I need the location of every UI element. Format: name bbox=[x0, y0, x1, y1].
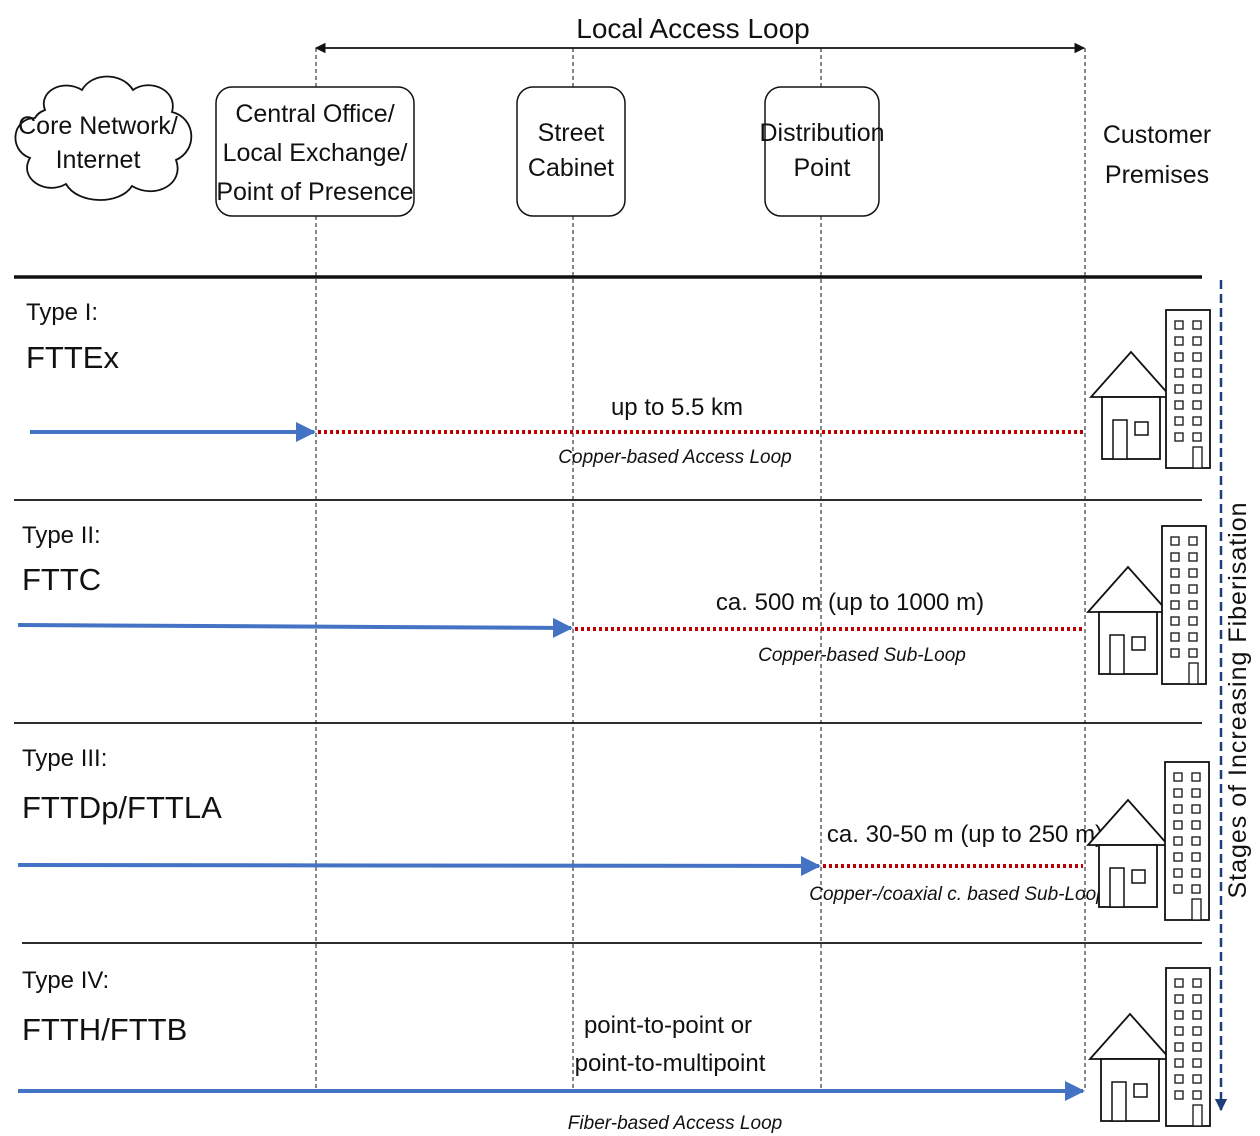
fiberisation-stage-label: Stages of Increasing Fiberisation bbox=[1224, 501, 1252, 898]
house-icon bbox=[1089, 1013, 1171, 1122]
house-icon bbox=[1087, 566, 1169, 675]
core-network-cloud: Core Network/ Internet bbox=[14, 75, 193, 201]
description-label: Fiber-based Access Loop bbox=[568, 1113, 782, 1134]
central-office-label-line3: Point of Presence bbox=[216, 178, 413, 206]
guide-lines bbox=[315, 48, 1086, 1090]
central-office-label-line2: Local Exchange/ bbox=[223, 139, 408, 167]
building-icon bbox=[1165, 309, 1211, 469]
core-network-label-line1: Core Network/ bbox=[18, 112, 178, 140]
fiber-segment bbox=[17, 855, 821, 876]
fiber-segment bbox=[17, 617, 573, 638]
type-label: Type IV: bbox=[22, 967, 109, 994]
street-cabinet-label-line1: Street bbox=[538, 119, 605, 147]
building-icon bbox=[1165, 967, 1211, 1127]
distribution-point-label-line2: Point bbox=[794, 154, 851, 182]
type-label: Type II: bbox=[22, 522, 101, 549]
type-name: FTTH/FTTB bbox=[22, 1012, 187, 1047]
core-network-label-line2: Internet bbox=[56, 146, 141, 174]
row-type-1: Type I: FTTEx up to 5.5 km Copper-based … bbox=[26, 299, 1211, 469]
row-type-2: Type II: FTTC ca. 500 m (up to 1000 m) C… bbox=[17, 522, 1207, 685]
street-cabinet-node: Street Cabinet bbox=[516, 86, 626, 217]
type-label: Type I: bbox=[26, 299, 98, 326]
customer-premises-label-line1: Customer bbox=[1103, 121, 1211, 149]
house-icon bbox=[1090, 351, 1172, 460]
distribution-point-label-line1: Distribution bbox=[759, 119, 884, 147]
type-name: FTTDp/FTTLA bbox=[22, 790, 222, 825]
row-type-3: Type III: FTTDp/FTTLA ca. 30-50 m (up to… bbox=[17, 745, 1210, 921]
distance-label: ca. 30-50 m (up to 250 m) bbox=[827, 821, 1103, 848]
local-access-loop-label: Local Access Loop bbox=[576, 13, 810, 44]
row-type-4: Type IV: FTTH/FTTB point-to-point or poi… bbox=[18, 967, 1211, 1134]
description-label: Copper-/coaxial c. based Sub-Loop bbox=[809, 884, 1107, 905]
description-label: Copper-based Access Loop bbox=[558, 447, 791, 468]
type-label: Type III: bbox=[22, 745, 107, 772]
building-icon bbox=[1161, 525, 1207, 685]
street-cabinet-label-line2: Cabinet bbox=[528, 154, 614, 182]
type-name: FTTC bbox=[22, 562, 101, 597]
distance-label: up to 5.5 km bbox=[611, 394, 743, 421]
central-office-label-line1: Central Office/ bbox=[235, 100, 394, 128]
building-icon bbox=[1164, 761, 1210, 921]
distance-label: ca. 500 m (up to 1000 m) bbox=[716, 589, 984, 616]
distance-label-line1: point-to-point or bbox=[584, 1012, 752, 1039]
customer-premises-label-line2: Premises bbox=[1105, 161, 1209, 189]
central-office-node: Central Office/ Local Exchange/ Point of… bbox=[215, 86, 415, 217]
distance-label-line2: point-to-multipoint bbox=[575, 1050, 766, 1077]
house-icon bbox=[1087, 799, 1169, 908]
type-name: FTTEx bbox=[26, 340, 119, 375]
distribution-point-node: Distribution Point bbox=[759, 86, 885, 217]
description-label: Copper-based Sub-Loop bbox=[758, 645, 966, 666]
